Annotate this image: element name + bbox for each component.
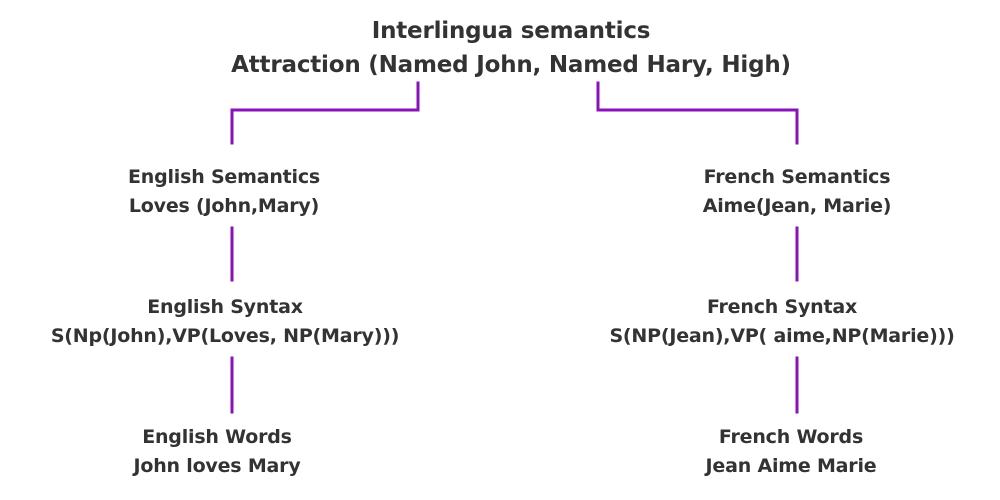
english-words-node: English Words John loves Mary bbox=[133, 423, 300, 481]
interlingua-semantics-node: Interlingua semantics Attraction (Named … bbox=[231, 14, 791, 82]
english-syntax-node: English Syntax S(Np(John),VP(Loves, NP(M… bbox=[50, 293, 400, 351]
node-expression: Jean Aime Marie bbox=[705, 455, 877, 477]
node-expression: S(Np(John),VP(Loves, NP(Mary))) bbox=[50, 325, 400, 347]
node-title: Interlingua semantics bbox=[371, 18, 651, 44]
node-title: French Semantics bbox=[703, 166, 891, 188]
node-expression: Loves (John,Mary) bbox=[128, 195, 320, 217]
english-semantics-node: English Semantics Loves (John,Mary) bbox=[128, 163, 320, 221]
node-title: English Syntax bbox=[147, 296, 303, 318]
french-syntax-node: French Syntax S(NP(Jean),VP( aime,NP(Mar… bbox=[609, 293, 954, 351]
node-expression: Aime(Jean, Marie) bbox=[702, 195, 892, 217]
node-title: English Semantics bbox=[127, 166, 321, 188]
node-expression: Attraction (Named John, Named Hary, High… bbox=[231, 52, 791, 78]
node-title: French Syntax bbox=[706, 296, 858, 318]
node-expression: S(NP(Jean),VP( aime,NP(Marie))) bbox=[609, 325, 955, 347]
node-title: French Words bbox=[718, 426, 864, 448]
node-title: English Words bbox=[142, 426, 292, 448]
node-expression: John loves Mary bbox=[133, 455, 301, 477]
french-semantics-node: French Semantics Aime(Jean, Marie) bbox=[703, 163, 892, 221]
french-words-node: French Words Jean Aime Marie bbox=[706, 423, 877, 481]
